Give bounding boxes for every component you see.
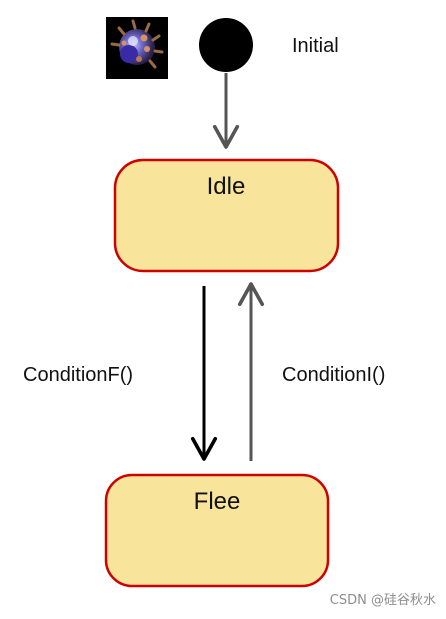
state-idle: Idle [113, 158, 340, 273]
initial-node [199, 18, 253, 72]
watermark: CSDN @硅谷秋水 [329, 593, 436, 608]
state-flee: Flee [104, 473, 330, 588]
spiked-creature-icon [106, 17, 168, 79]
state-idle-label: Idle [207, 173, 246, 200]
state-flee-label: Flee [194, 488, 241, 515]
transition-label-to-flee: ConditionF() [23, 364, 133, 386]
transition-label-to-idle: ConditionI() [282, 364, 385, 386]
initial-label: Initial [292, 35, 339, 57]
